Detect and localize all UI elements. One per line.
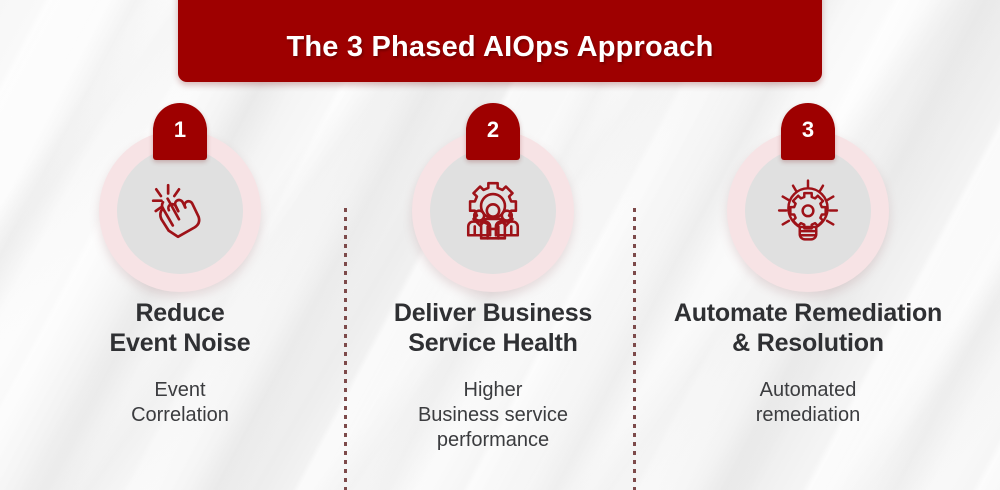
phase-1-inner-circle: [117, 148, 243, 274]
phase-1-number: 1: [173, 116, 187, 142]
click-hand-icon: [151, 183, 201, 239]
phase-1-subtext: Event Correlation: [131, 379, 229, 427]
phase-1-number-badge: 1: [153, 103, 207, 160]
phase-2-inner-circle: [430, 148, 556, 274]
phase-1-circle: 1: [99, 103, 261, 292]
phase-3-inner-circle: [745, 148, 871, 274]
phase-2-heading: Deliver Business Service Health: [393, 299, 593, 357]
phase-1-heading: Reduce Event Noise: [109, 299, 251, 357]
phase-3-number-badge: 3: [781, 103, 835, 160]
phase-3-circle: 3: [727, 103, 889, 292]
phase-2-number: 2: [486, 116, 500, 142]
column-divider-1: [344, 208, 347, 490]
phase-3-heading: Automate Remediation & Resolution: [673, 299, 943, 357]
page-title: The 3 Phased AIOps Approach: [286, 31, 714, 63]
gear-team-icon: [466, 181, 520, 240]
column-divider-2: [633, 208, 636, 490]
phase-3-subtext: Automated remediation: [755, 379, 861, 427]
phase-card-2[interactable]: 2 Deliver Business Service Health Higher…: [353, 103, 633, 454]
phase-card-1[interactable]: 1 Reduce Event Noise Event Correlation: [30, 103, 330, 428]
title-banner: The 3 Phased AIOps Approach: [178, 0, 822, 82]
lightbulb-gear-icon: [777, 179, 839, 241]
phase-card-3[interactable]: 3 Automate Remediation & Resolution Auto…: [648, 103, 968, 428]
phase-3-number: 3: [801, 116, 815, 142]
phase-2-circle: 2: [412, 103, 574, 292]
phase-2-number-badge: 2: [466, 103, 520, 160]
phase-2-subtext: Higher Business service performance: [417, 379, 569, 452]
